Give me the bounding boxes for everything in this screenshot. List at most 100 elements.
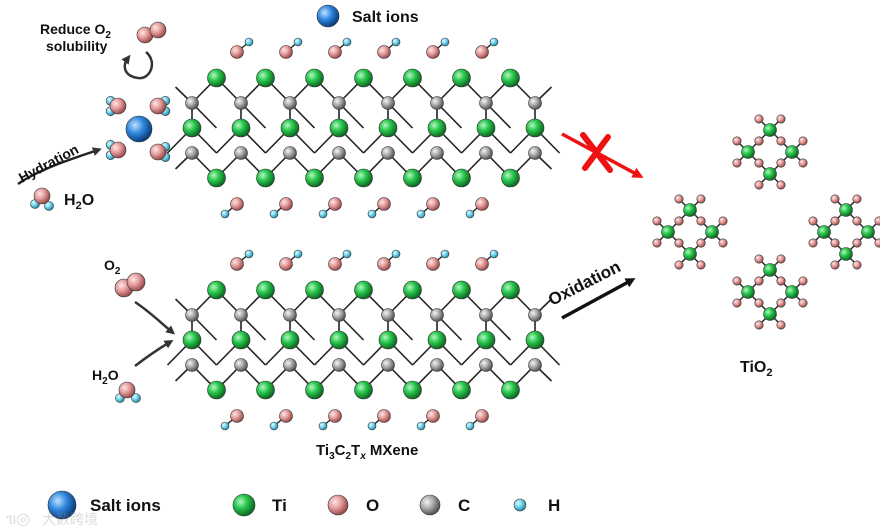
h-atom [416, 209, 426, 219]
ti-atom [525, 330, 545, 350]
bonds [166, 289, 561, 391]
salt-ions-top-label: Salt ions [352, 9, 419, 26]
ti-atom [305, 380, 324, 400]
surface-groups [220, 37, 499, 219]
blocked-cross-icon [580, 132, 613, 173]
ti-atom [501, 380, 520, 400]
o-atom [696, 260, 706, 270]
ti-atom [305, 280, 324, 300]
ti-atom [378, 118, 398, 138]
o-atom [830, 238, 840, 248]
ti-atom [683, 247, 697, 261]
h-atom [269, 421, 279, 431]
o-atom [475, 409, 489, 423]
o-atom [718, 238, 728, 248]
legend-item-h: H [513, 496, 560, 515]
o2-molecule [136, 21, 167, 44]
tio2-cluster [732, 114, 808, 190]
atoms [182, 68, 545, 188]
o-atom [696, 216, 706, 226]
h-atom [440, 249, 450, 259]
ti-atom [861, 225, 875, 239]
o-atom [852, 260, 862, 270]
o-atom [776, 298, 786, 308]
ti-atom [256, 168, 275, 188]
o-atom [754, 320, 764, 330]
ti-atom [763, 307, 777, 321]
ti-atom [354, 380, 373, 400]
legend-item-o: O [327, 494, 379, 516]
o-atom [126, 272, 146, 292]
mxene-label: Ti3C2Tx MXene [316, 442, 418, 462]
o-atom [776, 276, 786, 286]
o-atom [776, 136, 786, 146]
ti-atom [207, 68, 226, 88]
o-atom [230, 45, 244, 59]
h-atom [416, 421, 426, 431]
c-atom [185, 358, 199, 372]
c-atom [381, 96, 395, 110]
c-atom [234, 146, 248, 160]
reduce-solubility-curved-arrow [137, 51, 154, 80]
c-atom [283, 358, 297, 372]
tio2-structure [652, 114, 880, 330]
o-atom [696, 238, 706, 248]
oxidation-arrow [561, 278, 636, 320]
o-atom [377, 257, 391, 271]
h-atom [489, 249, 499, 259]
c-atom [185, 96, 199, 110]
ti-atom [354, 280, 373, 300]
ti-atom [182, 330, 202, 350]
o-atom [776, 114, 786, 124]
solubility-label: solubility [46, 38, 108, 54]
ti-atom [427, 330, 447, 350]
reduce-solubility-arrow-tip [121, 54, 139, 80]
ti-atom [256, 68, 275, 88]
c-atom [528, 96, 542, 110]
h2o-left-label: H2O [64, 192, 94, 212]
o-atom [830, 260, 840, 270]
legend-label: Salt ions [90, 496, 161, 515]
top-mxene-sheet [166, 37, 561, 219]
ti-atom [256, 280, 275, 300]
o-atom [798, 136, 808, 146]
ti-atom [741, 285, 755, 299]
hydration-arrow [17, 147, 102, 186]
ti-atom [476, 118, 496, 138]
o-atom [109, 97, 127, 115]
legend-item-c: C [419, 494, 470, 516]
ti-atom [403, 280, 422, 300]
o-atom [279, 45, 293, 59]
o-atom [754, 298, 764, 308]
ti-atom [231, 330, 251, 350]
o-atom [149, 143, 167, 161]
o-atom [149, 97, 167, 115]
ti-atom [817, 225, 831, 239]
h-atom [513, 498, 527, 512]
tio2-cluster [652, 194, 728, 270]
o-atom [328, 409, 342, 423]
o-atom [776, 180, 786, 190]
ti-atom [763, 167, 777, 181]
legend-item-ti: Ti [232, 493, 287, 517]
ti-atom [785, 145, 799, 159]
c-atom [185, 308, 199, 322]
o-atom [377, 409, 391, 423]
o-atom [808, 216, 818, 226]
o-atom [328, 257, 342, 271]
o-atom [674, 194, 684, 204]
c-atom [185, 146, 199, 160]
c-atom [479, 308, 493, 322]
o-atom [426, 197, 440, 211]
h-atom [269, 209, 279, 219]
o-atom [118, 381, 136, 399]
h-atom [342, 37, 352, 47]
h-atom [391, 249, 401, 259]
ti-atom [378, 330, 398, 350]
o-atom [808, 238, 818, 248]
h-atom [489, 37, 499, 47]
c-atom [283, 146, 297, 160]
bonds [166, 77, 561, 179]
c-atom [419, 494, 441, 516]
hydration-label: Hydration [16, 141, 81, 186]
